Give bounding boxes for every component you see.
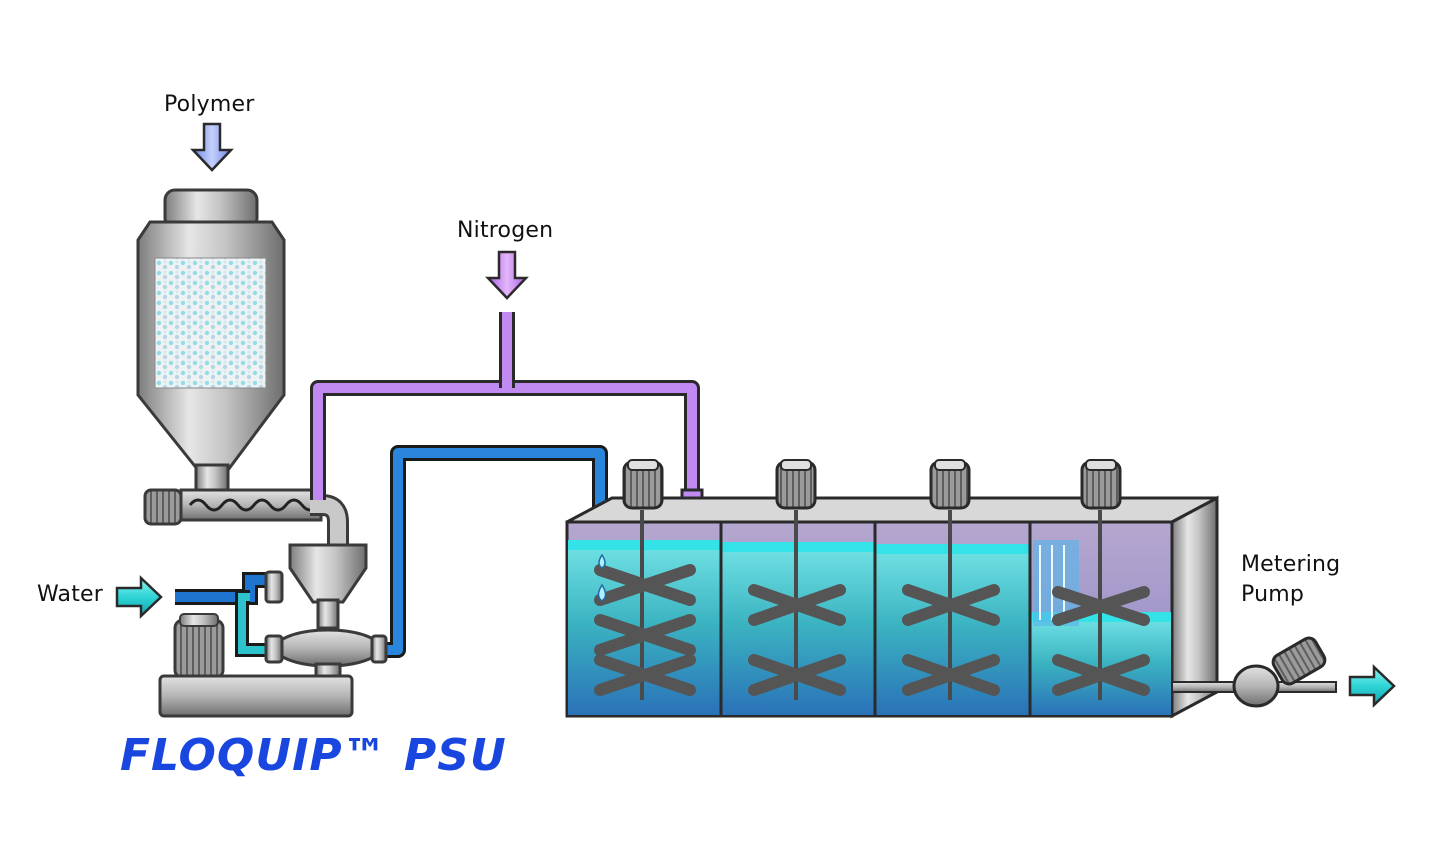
agitator-motor-3 (929, 459, 971, 510)
agitator-2 (748, 510, 846, 700)
agitator-1 (594, 510, 696, 700)
water-arrow-icon (115, 575, 163, 619)
nitrogen-arrow-icon (485, 250, 529, 300)
brand-title: FLOQUIP™ PSU (120, 730, 507, 781)
outlet-arrow-icon (1348, 664, 1396, 708)
agitator-3 (902, 510, 1000, 700)
agitator-motor-2 (775, 459, 817, 510)
metering-pump-label-line2: Pump (1241, 582, 1305, 607)
water-label: Water (37, 582, 104, 607)
droplet-icon (597, 583, 607, 602)
agitator-4 (1052, 510, 1150, 700)
agitator-motor-4 (1080, 459, 1122, 510)
metering-pump-label-line1: Metering (1241, 552, 1341, 577)
droplet-icon (598, 553, 606, 569)
metering-pump (1232, 636, 1337, 708)
wetting-unit (158, 543, 388, 718)
polymer-hopper (136, 188, 286, 495)
screw-feeder (143, 488, 349, 545)
nitrogen-label: Nitrogen (457, 218, 554, 243)
polymer-label: Polymer (164, 92, 255, 117)
polymer-arrow-icon (190, 122, 234, 172)
water-pipe (175, 445, 608, 658)
agitator-motor-1 (622, 459, 664, 510)
